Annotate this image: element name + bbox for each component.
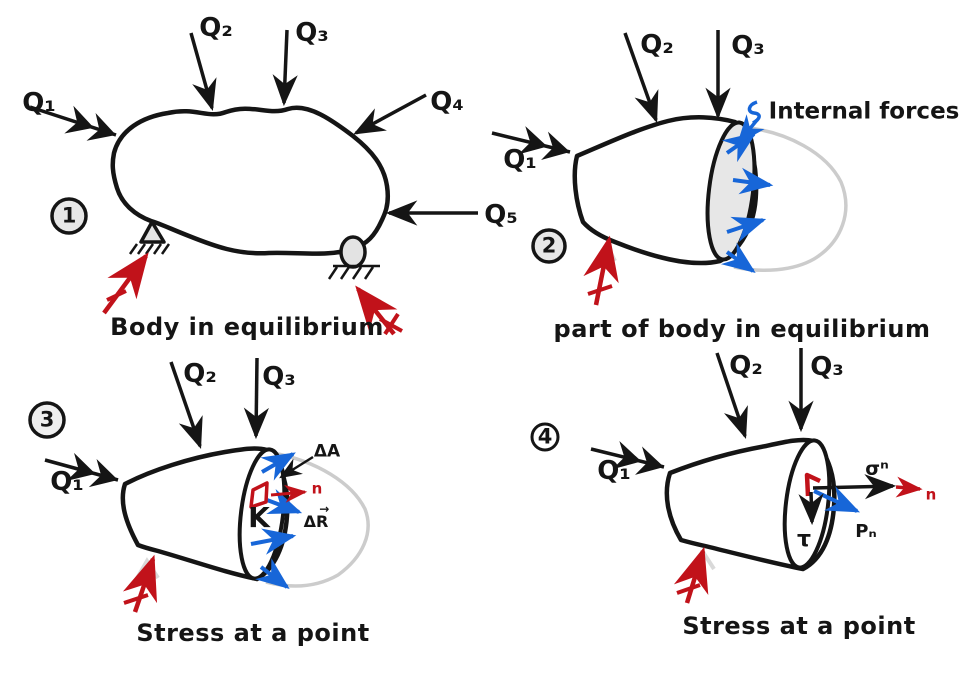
force-label-q1: Q₁ <box>503 145 537 175</box>
reaction-tick <box>676 583 701 595</box>
force-label-q4: Q₄ <box>430 87 464 117</box>
shear-stress-label: τ <box>796 527 812 552</box>
delta-a-pointer-line <box>279 455 314 479</box>
reaction-arrow <box>122 554 160 613</box>
q2-arrow <box>169 361 203 449</box>
shear-arrow <box>798 491 824 526</box>
pin-support-hatching <box>128 243 171 255</box>
traction-vector-label: Pₙ <box>855 521 877 542</box>
q2-arrow <box>715 352 748 439</box>
internal-forces-annotation: Internal forces <box>768 98 960 125</box>
area-element-label: ΔA <box>313 441 341 462</box>
roller-support <box>339 235 367 269</box>
panel4-caption: Stress at a point <box>682 612 916 640</box>
q3-arrow <box>243 357 269 440</box>
panel2-number: 2 <box>541 233 557 258</box>
panel2-number-circle <box>531 228 567 264</box>
roller-support-hatching <box>327 264 380 280</box>
vector-arrow-glyph: → <box>319 502 330 516</box>
force-label-q2: Q₂ <box>183 359 217 389</box>
removed-part-ghost-outline <box>733 125 848 272</box>
reaction-cross <box>383 312 400 336</box>
normal-arrow <box>270 484 308 503</box>
force-label-q1: Q₁ <box>597 456 631 486</box>
q4-arrow <box>353 93 427 135</box>
q1-arrow <box>29 105 117 141</box>
force-label-q3: Q₃ <box>262 362 296 392</box>
force-label-q2: Q₂ <box>640 30 674 60</box>
internal-force-arrows <box>250 452 297 590</box>
force-label-q1: Q₁ <box>50 467 84 497</box>
q3-arrow <box>272 29 298 107</box>
q1-arrow <box>491 126 571 160</box>
right-reaction-arrow <box>355 285 403 336</box>
force-label-q3: Q₃ <box>731 31 765 61</box>
point-k-label: K <box>248 501 270 534</box>
force-label-q2: Q₂ <box>199 13 233 43</box>
panel4-stress-components <box>530 348 923 604</box>
stress-point-corner-mark <box>804 472 821 497</box>
panel4-number: 4 <box>537 424 553 449</box>
q1-arrow <box>590 440 665 475</box>
area-element <box>249 481 269 509</box>
panel3-number: 3 <box>39 407 55 432</box>
panel1-caption: Body in equilibrium <box>110 313 384 341</box>
panel1-body-in-equilibrium <box>29 29 478 336</box>
reaction-tick <box>106 289 127 302</box>
resultant-vector: →ΔR <box>303 502 330 531</box>
left-reaction-arrow <box>102 252 149 315</box>
pin-support <box>139 220 166 244</box>
panel3-caption: Stress at a point <box>136 619 370 647</box>
reaction-arrow <box>673 546 716 604</box>
reaction-arrow <box>583 235 619 306</box>
panel3-number-circle <box>28 401 66 439</box>
internal-forces-pointer-squiggle <box>737 100 765 145</box>
panel1-number-circle <box>50 197 88 235</box>
reaction-tick <box>587 284 613 296</box>
reaction-tick <box>123 593 149 605</box>
delta-r-arrow <box>266 488 303 514</box>
sigma-arrow <box>812 474 897 500</box>
panel4-number-circle <box>530 422 560 452</box>
q1-arrow <box>44 452 119 488</box>
panel2-caption: part of body in equilibrium <box>553 315 931 343</box>
panel1-number: 1 <box>61 203 77 228</box>
q2-arrow <box>189 32 217 112</box>
normal-stress-label: σⁿ <box>865 457 889 480</box>
panel3-stress-at-point <box>28 357 370 613</box>
normal-direction-arrow <box>895 476 923 498</box>
normal-direction-label: n <box>311 479 323 498</box>
q2-arrow <box>623 32 659 123</box>
resultant-force-label: →ΔR <box>303 502 330 531</box>
panel2-part-of-body <box>491 30 848 306</box>
force-label-q5: Q₅ <box>484 200 518 230</box>
force-label-q1: Q₁ <box>22 88 56 118</box>
force-label-q3: Q₃ <box>295 18 329 48</box>
force-label-q2: Q₂ <box>729 351 763 381</box>
force-label-q3: Q₃ <box>810 352 844 382</box>
removed-part-ghost-outline <box>265 451 370 588</box>
normal-direction-label: n <box>925 485 937 504</box>
